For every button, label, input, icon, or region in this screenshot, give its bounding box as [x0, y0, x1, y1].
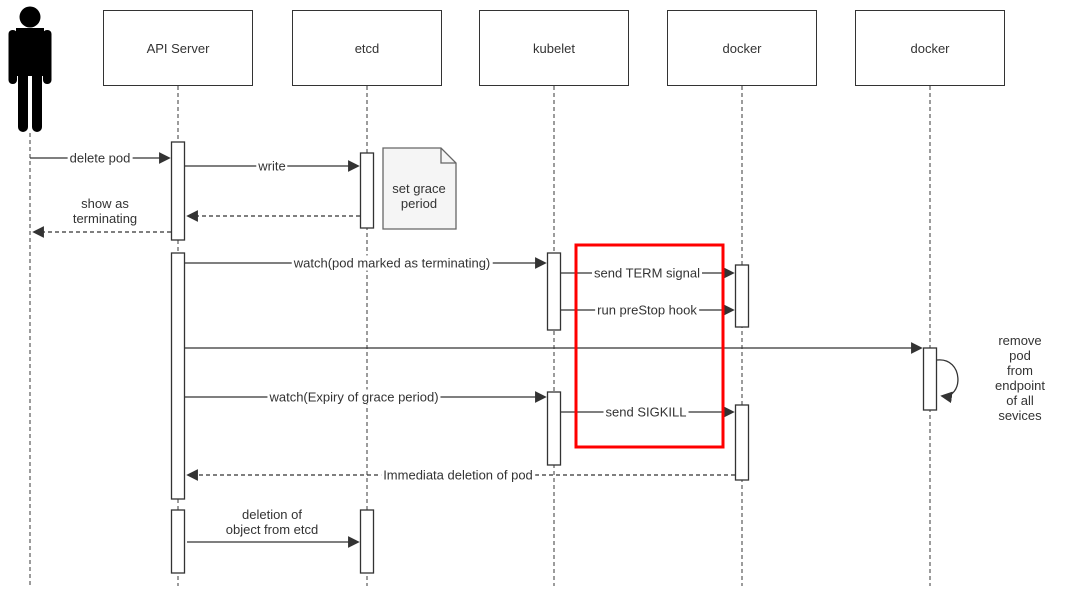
highlight-box [574, 243, 725, 449]
activation-bars [170, 141, 938, 574]
participant-kubelet: kubelet [479, 10, 629, 86]
message-label-immediate-deletion: Immediata deletion of pod [381, 467, 535, 483]
message-label-run-prestop: run preStop hook [595, 302, 699, 318]
user-actor-icon [8, 6, 52, 132]
participant-docker-1: docker [667, 10, 817, 86]
message-label-watch-expiry: watch(Expiry of grace period) [267, 389, 441, 405]
message-label-write: write [256, 158, 288, 174]
participant-label: API Server [146, 40, 210, 56]
arrow-self-loop [936, 359, 959, 404]
message-label-watch-terminating: watch(pod marked as terminating) [291, 255, 493, 271]
participant-label: etcd [354, 40, 380, 56]
message-label-send-sigkill: send SIGKILL [603, 404, 689, 420]
participant-etcd: etcd [292, 10, 442, 86]
note-text: set grace period [392, 181, 446, 211]
message-label-show-as-terminating: show as terminating [72, 196, 138, 226]
note-shape [382, 147, 457, 230]
participant-label: kubelet [533, 40, 575, 56]
message-label-deletion-from-etcd: deletion of object from etcd [225, 507, 319, 537]
message-label-remove-endpoint: remove pod from endpoint of all sevices [995, 333, 1045, 423]
participant-label: docker [722, 40, 762, 56]
message-label-delete-pod: delete pod [67, 150, 133, 166]
lifelines [29, 86, 931, 586]
participant-api-server: API Server [103, 10, 253, 86]
participant-docker-2: docker [855, 10, 1005, 86]
message-arrows [30, 152, 959, 548]
participant-label: docker [910, 40, 950, 56]
message-label-send-term: send TERM signal [592, 265, 702, 281]
